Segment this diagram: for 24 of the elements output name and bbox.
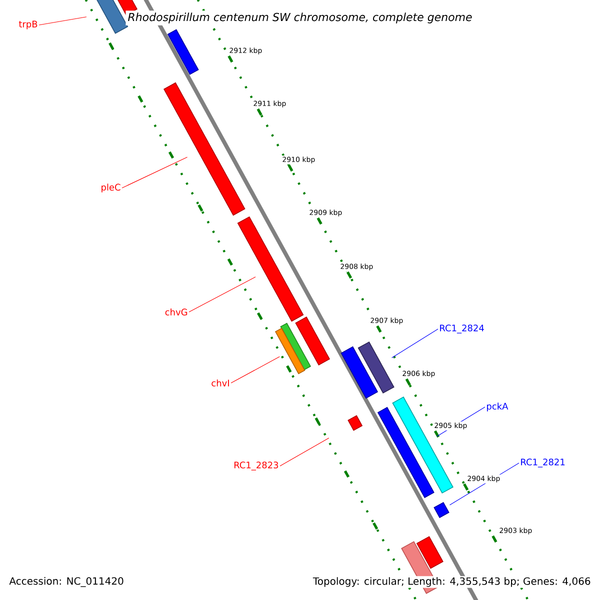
footer-text: Accession: NC_011420 bbox=[9, 577, 124, 587]
gene-label: RC1_2823 bbox=[234, 462, 278, 470]
footer-text: Topology: circular; Length: 4,355,543 bp; Genes: 4,066 bbox=[312, 576, 592, 588]
gene-label: RC1_2821 bbox=[521, 458, 565, 468]
leader-line bbox=[280, 438, 330, 466]
leader-line bbox=[392, 328, 438, 358]
gene-label: chvI bbox=[212, 380, 229, 386]
gene-label: chvG bbox=[165, 308, 188, 316]
gene-bar bbox=[274, 328, 306, 374]
title: Rhodospirillum centenum SW chromosome, complete genome bbox=[126, 10, 474, 26]
gene-bar bbox=[416, 536, 444, 569]
gene-label: RC1_2824 bbox=[440, 324, 484, 334]
gene-label: pckA bbox=[487, 402, 508, 412]
gene-bar bbox=[392, 396, 454, 494]
leader-line bbox=[230, 356, 280, 384]
gene-bar bbox=[237, 216, 304, 322]
leader-line bbox=[122, 156, 188, 188]
gene-bar bbox=[167, 29, 199, 75]
gene-bar bbox=[96, 0, 128, 34]
leader-line bbox=[38, 16, 87, 26]
gene-bar bbox=[163, 82, 246, 216]
leader-line bbox=[188, 276, 256, 312]
gene-label: pleC bbox=[102, 184, 120, 192]
gene-label: trpB bbox=[18, 20, 38, 30]
